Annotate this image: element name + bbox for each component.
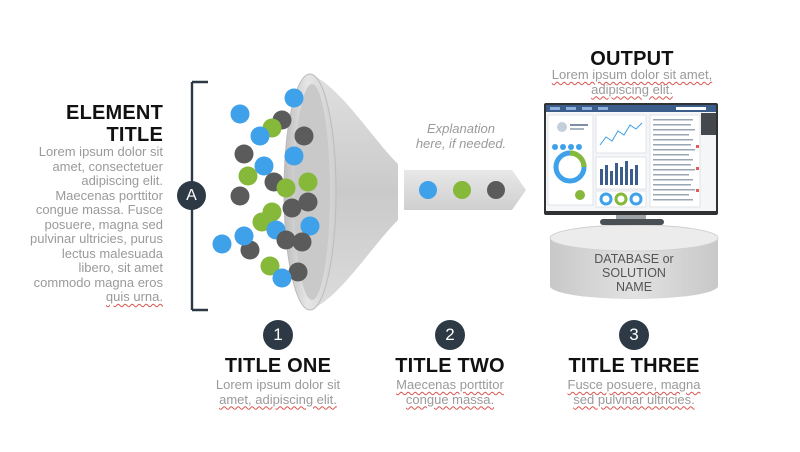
funnel-ball-gray (234, 144, 254, 164)
step-title: TITLE TWO (395, 355, 505, 377)
output-title: OUTPUT (590, 48, 674, 70)
funnel-ball-gray (288, 262, 308, 282)
arrow-ball-blue (419, 181, 437, 199)
funnel-ball-blue (300, 216, 320, 236)
monitor (544, 103, 720, 220)
database-line2: SOLUTION (602, 266, 666, 280)
database-cylinder (549, 224, 719, 299)
step-title: TITLE THREE (568, 355, 700, 377)
funnel-ball-gray (282, 198, 302, 218)
database-line3: NAME (615, 280, 653, 294)
element-body-line: pulvinar ultricies, purus (30, 231, 163, 246)
database-label: DATABASE or SOLUTION NAME (555, 252, 713, 294)
funnel-ball-green (238, 166, 258, 186)
element-body: Lorem ipsum dolor sit amet, consectetuer… (0, 144, 163, 305)
dashboard-screenshot (546, 105, 716, 211)
element-body-line: commodo magna eros (33, 274, 163, 290)
step-desc-line2: congue massa. (405, 391, 495, 407)
funnel-ball-green (276, 178, 296, 198)
funnel-ball-blue (284, 146, 304, 166)
funnel-ball-green (298, 172, 318, 192)
step-1: 1 TITLE ONE Lorem ipsum dolor sit amet, … (204, 320, 352, 407)
funnel-ball-green (260, 256, 280, 276)
element-body-line: lectus malesuada (61, 245, 163, 261)
monitor-screen (544, 103, 718, 215)
element-body-line: posuere, magna sed (44, 216, 163, 232)
output-arrow (404, 170, 526, 210)
funnel-ball-blue (250, 126, 270, 146)
step-3: 3 TITLE THREE Fusce posuere, magna sed p… (554, 320, 714, 407)
arrow-ball-green (453, 181, 471, 199)
step-number: 2 (435, 320, 465, 350)
arrow-ball-gray (487, 181, 505, 199)
element-body-line: quis urna. (105, 289, 163, 304)
funnel-ball-blue (284, 88, 304, 108)
output-desc-line1: Lorem ipsum dolor sit amet, (551, 67, 713, 82)
explanation: Explanation here, if needed. (400, 121, 522, 151)
funnel-ball-blue (234, 226, 254, 246)
funnel-ball-gray (292, 232, 312, 252)
funnel-ball-blue (212, 234, 232, 254)
element-title-line1: ELEMENT (66, 102, 163, 124)
step-desc-line1: Maecenas porttitor (396, 377, 504, 392)
step-2: 2 TITLE TWO Maecenas porttitor congue ma… (376, 320, 524, 407)
element-title-line2: TITLE (106, 124, 163, 146)
step-desc-line2: amet, adipiscing elit. (219, 391, 337, 407)
element-body-line: amet, consectetuer (52, 158, 163, 174)
step-desc-line1: Lorem ipsum dolor sit (215, 377, 341, 392)
element-body-line: Maecenas porttitor (55, 187, 163, 203)
monitor-stand (616, 215, 646, 220)
element-body-line: libero, sit amet (78, 260, 163, 275)
output-desc: Lorem ipsum dolor sit amet, adipiscing e… (532, 67, 732, 97)
step-number: 3 (619, 320, 649, 350)
explanation-line2: here, if needed. (415, 136, 507, 151)
step-desc-line1: Fusce posuere, magna (567, 377, 701, 392)
funnel-ball-blue (230, 104, 250, 124)
funnel-ball-gray (294, 126, 314, 146)
element-body-line: congue massa. Fusce (35, 202, 163, 217)
funnel-ball-gray (276, 230, 296, 250)
step-title: TITLE ONE (224, 355, 332, 377)
step-number: 1 (263, 320, 293, 350)
funnel-ball-green (252, 212, 272, 232)
step-desc: Lorem ipsum dolor sit amet, adipiscing e… (204, 377, 352, 407)
funnel-ball-gray (298, 192, 318, 212)
funnel-ball-blue (254, 156, 274, 176)
funnel-ball-gray (230, 186, 250, 206)
monitor-base (600, 219, 664, 225)
balls-layer (212, 88, 320, 288)
element-body-line: Lorem ipsum dolor sit (38, 144, 163, 159)
explanation-line1: Explanation (427, 121, 495, 136)
funnel-ball-blue (272, 268, 292, 288)
element-body-line: adipiscing elit. (81, 173, 163, 188)
output-desc-line2: adipiscing elit. (591, 81, 673, 97)
step-desc-line2: sed pulvinar ultricies. (573, 391, 695, 407)
step-desc: Fusce posuere, magna sed pulvinar ultric… (554, 377, 714, 407)
marker-a: A (177, 181, 206, 210)
step-desc: Maecenas porttitor congue massa. (376, 377, 524, 407)
database-line1: DATABASE or (594, 252, 674, 266)
